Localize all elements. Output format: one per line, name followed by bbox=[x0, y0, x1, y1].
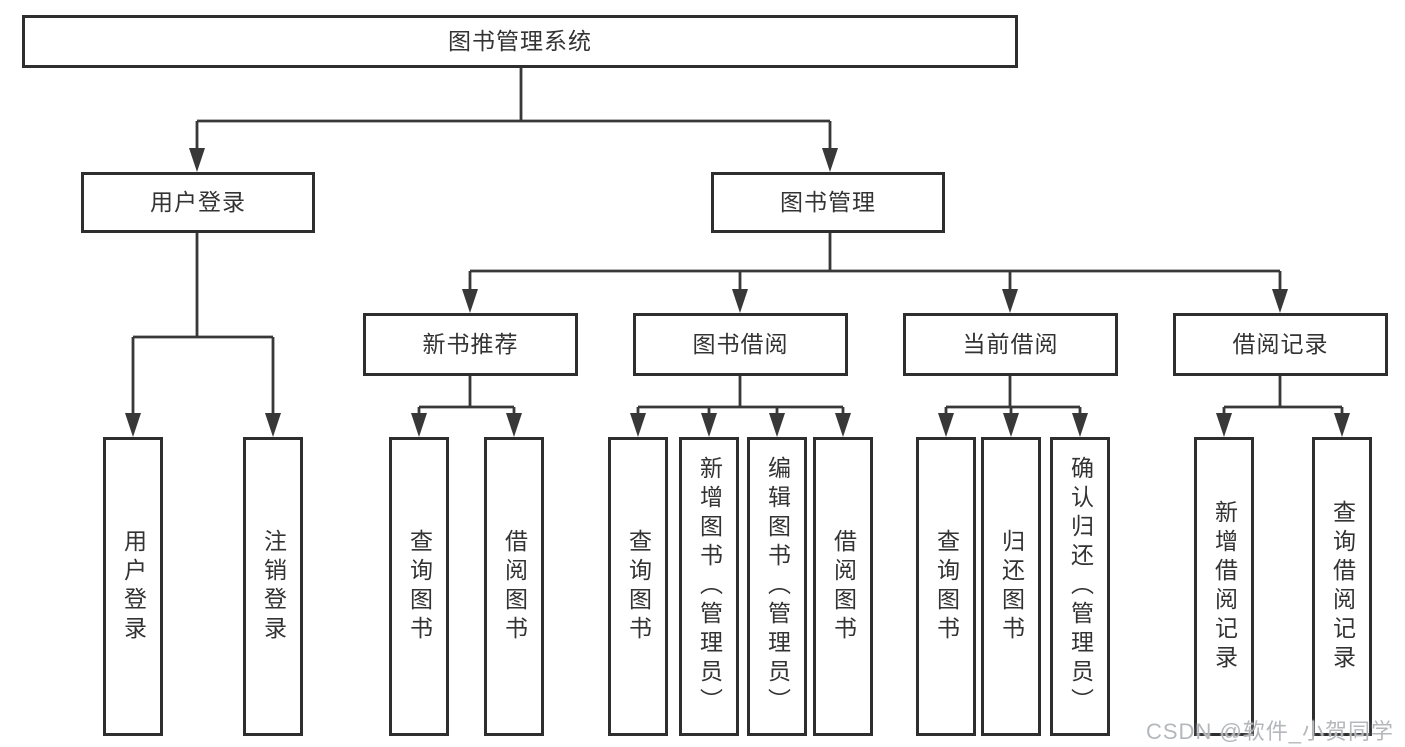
arrowhead bbox=[265, 413, 281, 437]
arrowhead bbox=[701, 413, 717, 437]
arrowhead bbox=[506, 413, 522, 437]
arrowhead bbox=[1216, 413, 1232, 437]
leaf-query-books-borrow: 查询图书 bbox=[608, 437, 668, 736]
leaf-confirm-return-admin: 确认归还（管理员） bbox=[1050, 437, 1110, 736]
arrowhead bbox=[835, 413, 851, 437]
arrowhead bbox=[411, 413, 427, 437]
leaf-query-books-current: 查询图书 bbox=[916, 437, 976, 736]
edge-newrec-to-leaves bbox=[417, 376, 516, 432]
arrowhead bbox=[630, 413, 646, 437]
leaf-user-login: 用户登录 bbox=[103, 437, 163, 736]
arrowhead bbox=[822, 148, 838, 172]
arrowhead bbox=[1272, 289, 1288, 313]
leaf-logout: 注销登录 bbox=[243, 437, 303, 736]
edge-records-to-leaves bbox=[1222, 376, 1344, 432]
arrowhead bbox=[769, 413, 785, 437]
csdn-watermark: CSDN @软件_小贺同学 bbox=[1146, 719, 1395, 744]
arrowhead bbox=[1072, 413, 1088, 437]
leaf-add-books-admin: 新增图书（管理员） bbox=[679, 437, 739, 736]
leaf-add-borrow-record: 新增借阅记录 bbox=[1194, 437, 1254, 736]
arrowhead bbox=[732, 289, 748, 313]
leaf-return-books: 归还图书 bbox=[981, 437, 1041, 736]
node-current-borrow: 当前借阅 bbox=[903, 313, 1118, 376]
arrowhead bbox=[1003, 413, 1019, 437]
leaf-edit-books-admin: 编辑图书（管理员） bbox=[747, 437, 807, 736]
node-book-borrow: 图书借阅 bbox=[633, 313, 848, 376]
arrowhead bbox=[1334, 413, 1350, 437]
node-borrow-records: 借阅记录 bbox=[1173, 313, 1388, 376]
node-new-book-recommend: 新书推荐 bbox=[363, 313, 578, 376]
node-user-login: 用户登录 bbox=[81, 172, 315, 233]
arrowhead bbox=[1002, 289, 1018, 313]
leaf-borrow-books: 借阅图书 bbox=[813, 437, 873, 736]
edge-bookmgmt-to-level3 bbox=[468, 233, 1282, 308]
edge-borrow-to-leaves bbox=[636, 376, 845, 432]
arrowhead bbox=[462, 289, 478, 313]
arrowhead bbox=[189, 148, 205, 172]
arrowhead bbox=[125, 413, 141, 437]
leaf-borrow-books-newrec: 借阅图书 bbox=[484, 437, 544, 736]
node-book-management: 图书管理 bbox=[711, 172, 945, 233]
edge-userlogin-to-leaves bbox=[131, 233, 275, 432]
node-system-root: 图书管理系统 bbox=[22, 15, 1018, 68]
arrowhead bbox=[938, 413, 954, 437]
edge-root-to-level2 bbox=[195, 68, 832, 167]
leaf-query-borrow-record: 查询借阅记录 bbox=[1312, 437, 1372, 736]
leaf-query-books-newrec: 查询图书 bbox=[389, 437, 449, 736]
